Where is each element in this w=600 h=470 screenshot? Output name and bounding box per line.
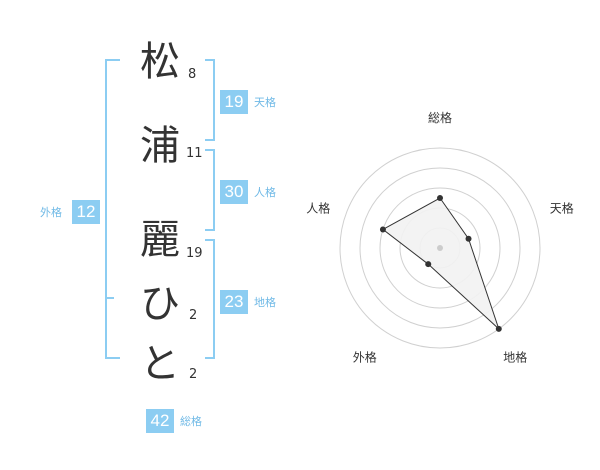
stroke-count-4: 2 — [189, 308, 198, 323]
name-char-3: 麗 — [140, 217, 180, 263]
bracket-lines — [105, 59, 215, 359]
name-char-2: 浦 — [140, 123, 180, 169]
soukaku-value-badge: 42 — [146, 409, 174, 433]
radar-ring — [359, 167, 521, 329]
radar-point — [465, 235, 472, 242]
radar-point — [495, 325, 502, 332]
stroke-count-5: 2 — [189, 367, 198, 382]
radar-label-tenkaku: 天格 — [550, 200, 574, 215]
name-char-1: 松 — [140, 39, 180, 85]
gaikaku-value-badge: 12 — [72, 200, 100, 224]
radar-center-dot — [437, 245, 443, 251]
chikaku-bracket — [205, 239, 215, 359]
gaikaku-label: 外格 — [40, 206, 62, 219]
gaikaku-bracket — [105, 59, 120, 359]
radar-point — [437, 195, 443, 201]
stroke-count-2: 11 — [186, 146, 203, 161]
jinkaku-bracket — [205, 149, 215, 231]
radar-polygon — [382, 197, 500, 330]
soukaku-label: 総格 — [180, 415, 202, 428]
radar-label-jinkaku: 人格 — [306, 200, 330, 215]
radar-label-chikaku: 地格 — [503, 350, 527, 365]
radar-label-soukaku: 総格 — [428, 110, 452, 125]
name-char-5: と — [140, 341, 180, 387]
name-char-4: ひ — [140, 281, 180, 327]
tenkaku-label: 天格 — [254, 96, 276, 109]
radar-ring — [379, 187, 501, 309]
stroke-count-1: 8 — [188, 67, 197, 82]
stroke-count-3: 19 — [186, 246, 203, 261]
radar-points — [379, 195, 502, 332]
radar-ring — [339, 147, 541, 349]
chikaku-label: 地格 — [254, 296, 276, 309]
chikaku-value-badge: 23 — [220, 290, 248, 314]
jinkaku-label: 人格 — [254, 186, 276, 199]
tenkaku-value-badge: 19 — [220, 90, 248, 114]
radar-point — [425, 261, 432, 268]
jinkaku-value-badge: 30 — [220, 180, 248, 204]
radar-label-gaikaku: 外格 — [353, 350, 377, 365]
radar-chart: 総格 天格 地格 外格 人格 — [306, 110, 574, 365]
tenkaku-bracket — [205, 59, 215, 141]
radar-point — [379, 226, 386, 233]
